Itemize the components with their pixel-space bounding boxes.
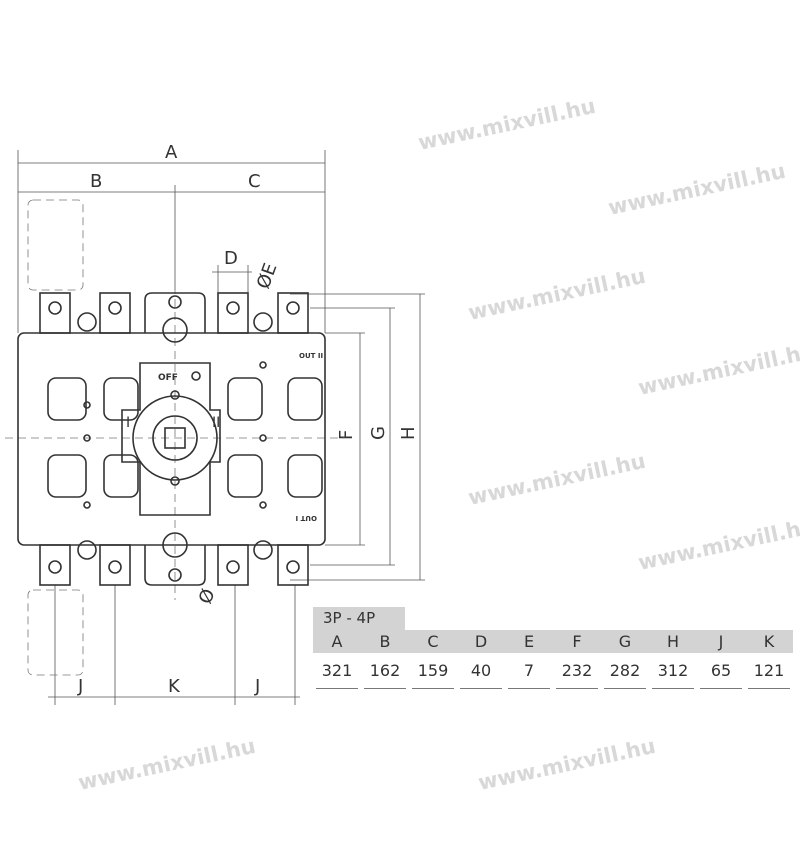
- watermark-text: www.mixvill.hu: [416, 94, 598, 155]
- watermark-text: www.mixvill.hu: [76, 734, 258, 795]
- dim-k-label: K: [168, 676, 181, 697]
- table-variant: 3P - 4P: [313, 607, 405, 630]
- out-1-label: OUT I: [296, 514, 317, 522]
- table-header: H: [666, 632, 680, 651]
- table-value: 121: [748, 659, 790, 689]
- table-header: J: [718, 632, 724, 651]
- dim-c-label: C: [248, 171, 261, 192]
- dim-d-label: D: [224, 248, 238, 269]
- watermark-text: www.mixvill.hu: [636, 339, 800, 400]
- table-value-row: 321 162 159 40 7 232 282 312 65 121: [313, 659, 793, 689]
- handle-pos-2-label: II: [212, 415, 220, 431]
- switch-body: [17, 332, 326, 546]
- watermark-text: www.mixvill.hu: [466, 449, 648, 510]
- aux-contact-bottom: [27, 589, 84, 676]
- table-header: A: [331, 632, 343, 651]
- watermark-text: www.mixvill.hu: [636, 514, 800, 575]
- dim-h-label: H: [398, 426, 419, 440]
- table-header-row: A B C D E F G H J K: [313, 630, 793, 653]
- top-dimensions: A B C D ØE: [17, 142, 326, 333]
- right-dimensions: F G H: [290, 293, 425, 581]
- table-value: 40: [460, 659, 502, 689]
- table-value: 312: [652, 659, 694, 689]
- table-value: 321: [316, 659, 358, 689]
- watermark-text: www.mixvill.hu: [476, 734, 658, 795]
- dim-phi-label: Ø: [195, 586, 220, 606]
- table-value: 7: [508, 659, 550, 689]
- rotary-handle: OFF I II: [121, 362, 221, 516]
- watermark-text: www.mixvill.hu: [606, 159, 788, 220]
- out-2-label: OUT II: [299, 352, 323, 360]
- table-value: 282: [604, 659, 646, 689]
- dim-b-label: B: [90, 171, 102, 192]
- dim-j-left-label: J: [77, 676, 83, 697]
- dim-e-label: ØE: [253, 261, 281, 292]
- dim-f-label: F: [336, 430, 357, 440]
- table-value: 65: [700, 659, 742, 689]
- terminals: [39, 292, 309, 586]
- pole-contacts: [47, 361, 323, 509]
- handle-off-label: OFF: [158, 373, 178, 383]
- dim-g-label: G: [368, 426, 389, 440]
- table-header: C: [427, 632, 439, 651]
- handle-pos-1-label: I: [126, 415, 130, 431]
- dim-a-label: A: [165, 142, 178, 163]
- table-header: F: [572, 632, 582, 651]
- dim-j-right-label: J: [254, 676, 260, 697]
- aux-contact-top: [27, 199, 84, 291]
- bottom-dimensions: J K J Ø: [48, 585, 300, 705]
- table-header: D: [474, 632, 488, 651]
- table-value: 232: [556, 659, 598, 689]
- table-header: K: [763, 632, 775, 651]
- table-value: 162: [364, 659, 406, 689]
- table-header: B: [379, 632, 391, 651]
- table-value: 159: [412, 659, 454, 689]
- watermark-text: www.mixvill.hu: [466, 264, 648, 325]
- dimension-table: 3P - 4P A B C D E F G H J K 321 162 159 …: [313, 607, 793, 689]
- table-header: G: [618, 632, 632, 651]
- table-header: E: [523, 632, 535, 651]
